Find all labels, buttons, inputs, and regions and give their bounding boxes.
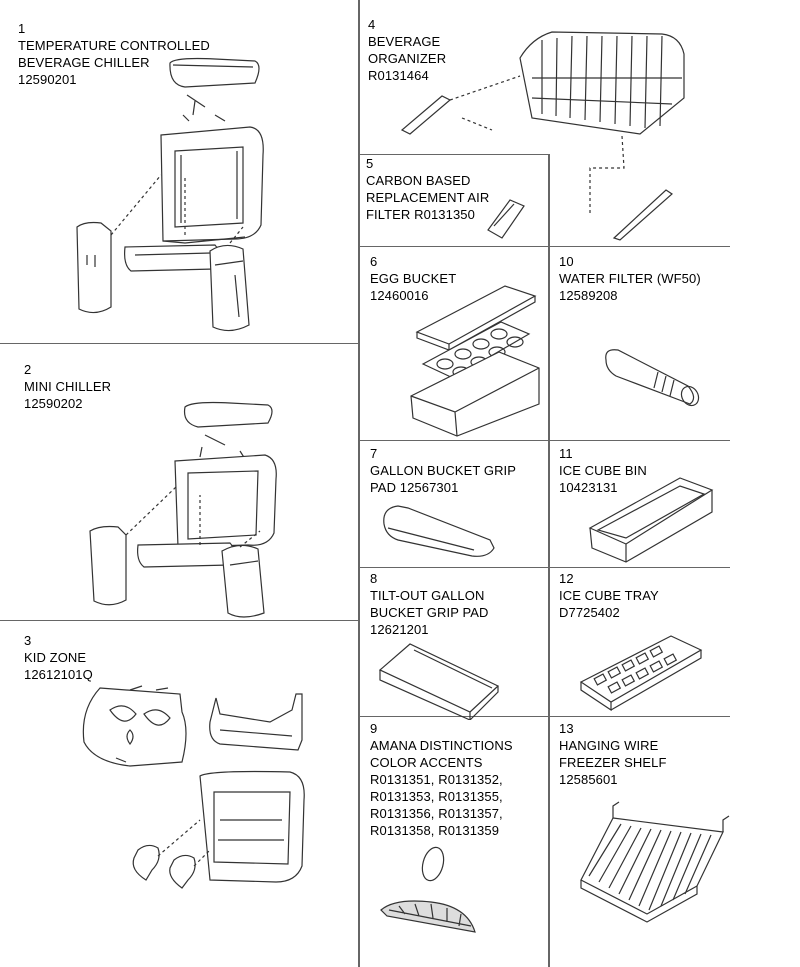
- part-name-line: GALLON BUCKET GRIP: [370, 463, 517, 478]
- part-name-line: ICE CUBE BIN: [559, 463, 647, 478]
- part-name-line: HANGING WIRE: [559, 738, 659, 753]
- part-code: R0131464: [368, 68, 429, 83]
- part-2-caption: 2 MINI CHILLER 12590202: [24, 361, 111, 412]
- part-number: 2: [24, 362, 32, 377]
- air-filter-drawing: [484, 196, 530, 242]
- part-name-line: BEVERAGE CHILLER: [18, 55, 150, 70]
- part-code: D7725402: [559, 605, 620, 620]
- part-number: 4: [368, 17, 376, 32]
- color-accents-drawing: [375, 840, 485, 940]
- part-name-line: REPLACEMENT AIR: [366, 190, 490, 205]
- part-code: R0131358, R0131359: [370, 823, 500, 838]
- part-code: 12612101Q: [24, 667, 93, 682]
- mini-chiller-drawing: [80, 395, 290, 620]
- divider-right-4: [359, 567, 730, 568]
- divider-right-5: [359, 716, 730, 717]
- grip-pad-drawing: [378, 502, 500, 560]
- part-number: 13: [559, 721, 574, 736]
- part-name-line: FREEZER SHELF: [559, 755, 667, 770]
- part-11-caption: 11 ICE CUBE BIN 10423131: [559, 445, 647, 496]
- part-code: 10423131: [559, 480, 618, 495]
- part-13-caption: 13 HANGING WIRE FREEZER SHELF 12585601: [559, 720, 666, 788]
- part-name-line: MINI CHILLER: [24, 379, 112, 394]
- part-number: 10: [559, 254, 574, 269]
- ice-cube-tray-drawing: [575, 632, 705, 714]
- part-name-line: EGG BUCKET: [370, 271, 457, 286]
- divider-right-2: [359, 246, 730, 247]
- divider-vertical-right: [548, 154, 550, 967]
- divider-right-3: [359, 440, 730, 441]
- part-code: 12460016: [370, 288, 429, 303]
- part-8-caption: 8 TILT-OUT GALLON BUCKET GRIP PAD 126212…: [370, 570, 489, 638]
- part-5-caption: 5 CARBON BASED REPLACEMENT AIR FILTER R0…: [366, 155, 489, 223]
- kid-zone-drawing: [70, 670, 330, 910]
- part-9-caption: 9 AMANA DISTINCTIONS COLOR ACCENTS R0131…: [370, 720, 513, 839]
- divider-right-1: [359, 154, 549, 155]
- part-12-caption: 12 ICE CUBE TRAY D7725402: [559, 570, 659, 621]
- part-name-line: KID ZONE: [24, 650, 87, 665]
- part-code: 12585601: [559, 772, 618, 787]
- part-name-line: ORGANIZER: [368, 51, 447, 66]
- part-6-caption: 6 EGG BUCKET 12460016: [370, 253, 456, 304]
- wire-shelf-drawing: [573, 798, 733, 928]
- part-name-line: CARBON BASED: [366, 173, 471, 188]
- part-7-caption: 7 GALLON BUCKET GRIP PAD 12567301: [370, 445, 516, 496]
- part-number: 9: [370, 721, 378, 736]
- egg-bucket-drawing: [405, 280, 545, 440]
- part-number: 3: [24, 633, 32, 648]
- part-code: R0131353, R0131355,: [370, 789, 503, 804]
- part-3-caption: 3 KID ZONE 12612101Q: [24, 632, 93, 683]
- beverage-chiller-drawing: [65, 55, 275, 345]
- part-name-line: BUCKET GRIP PAD: [370, 605, 489, 620]
- part-number: 6: [370, 254, 378, 269]
- part-number: 5: [366, 156, 374, 171]
- part-code: PAD 12567301: [370, 480, 459, 495]
- ice-cube-bin-drawing: [586, 472, 716, 567]
- part-name-line: BEVERAGE: [368, 34, 441, 49]
- part-number: 12: [559, 571, 574, 586]
- divider-vertical-main: [358, 0, 360, 967]
- part-number: 1: [18, 21, 26, 36]
- part-number: 7: [370, 446, 378, 461]
- beverage-organizer-drawing: [392, 18, 698, 243]
- part-4-caption: 4 BEVERAGE ORGANIZER R0131464: [368, 16, 446, 84]
- part-name-line: TILT-OUT GALLON: [370, 588, 485, 603]
- tilt-out-pad-drawing: [374, 640, 504, 720]
- part-number: 8: [370, 571, 378, 586]
- part-name-line: AMANA DISTINCTIONS: [370, 738, 513, 753]
- part-10-caption: 10 WATER FILTER (WF50) 12589208: [559, 253, 701, 304]
- part-name-line: WATER FILTER (WF50): [559, 271, 701, 286]
- part-name-line: TEMPERATURE CONTROLLED: [18, 38, 210, 53]
- divider-left-1: [0, 343, 359, 344]
- part-name-line: COLOR ACCENTS: [370, 755, 483, 770]
- part-number: 11: [559, 446, 573, 461]
- part-code: R0131356, R0131357,: [370, 806, 503, 821]
- part-name-line: ICE CUBE TRAY: [559, 588, 659, 603]
- part-code: 12590202: [24, 396, 83, 411]
- part-code: 12590201: [18, 72, 77, 87]
- part-code: FILTER R0131350: [366, 207, 475, 222]
- part-code: 12621201: [370, 622, 429, 637]
- part-code: R0131351, R0131352,: [370, 772, 503, 787]
- water-filter-drawing: [598, 342, 706, 412]
- divider-left-2: [0, 620, 359, 621]
- part-code: 12589208: [559, 288, 618, 303]
- part-1-caption: 1 TEMPERATURE CONTROLLED BEVERAGE CHILLE…: [18, 20, 210, 88]
